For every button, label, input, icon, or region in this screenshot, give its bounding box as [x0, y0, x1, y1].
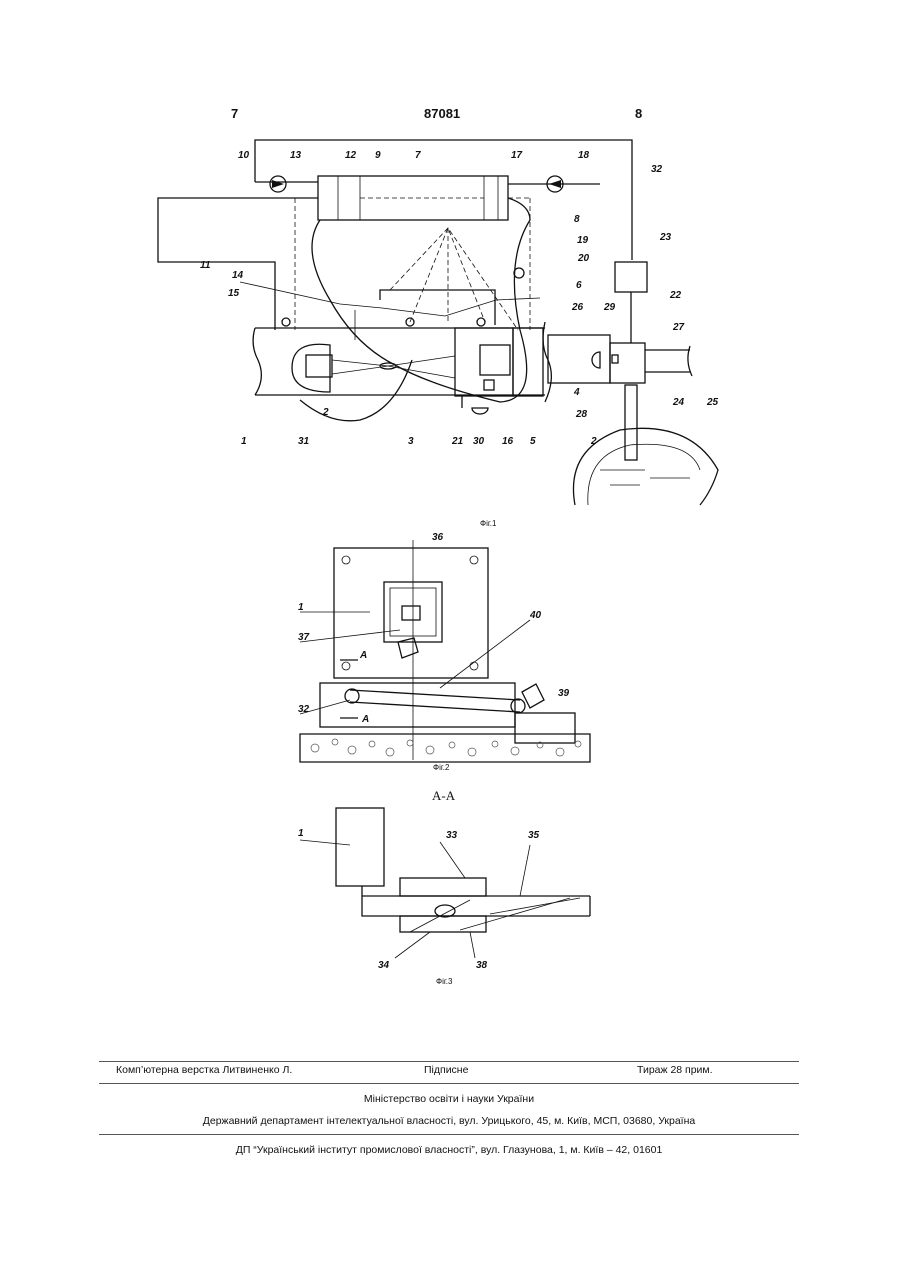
- fig2-section-mark-top: A: [359, 650, 367, 661]
- figure-3-drawing: А-А 1 33 35 34 38 Фіг.3: [298, 788, 590, 986]
- fig1-label-29: 29: [603, 302, 616, 313]
- fig1-label-26: 26: [571, 302, 584, 313]
- fig3-label-1: 1: [298, 828, 304, 839]
- fig1-label-28: 28: [575, 409, 588, 420]
- footer-institute: ДП “Український інститут промислової вла…: [99, 1144, 799, 1156]
- fig2-caption: Фіг.2: [433, 763, 450, 772]
- fig1-label-31: 31: [298, 436, 310, 447]
- fig2-label-1: 1: [298, 602, 304, 613]
- fig1-label-19: 19: [577, 235, 589, 246]
- fig1-label-7: 7: [415, 150, 421, 161]
- fig1-label-27: 27: [672, 322, 685, 333]
- fig2-label-37: 37: [298, 632, 310, 643]
- fig1-label-31-mark: 2: [322, 407, 329, 418]
- fig1-label-4: 4: [573, 387, 580, 398]
- fig1-label-24: 24: [672, 397, 685, 408]
- fig2-section-mark-bottom: A: [361, 714, 369, 725]
- footer-signed: Підписне: [424, 1064, 468, 1076]
- fig3-caption: Фіг.3: [436, 977, 453, 986]
- fig1-label-5: 5: [530, 436, 536, 447]
- fig3-section-title: А-А: [432, 788, 456, 803]
- fig3-label-34: 34: [378, 960, 390, 971]
- fig1-label-1: 1: [241, 436, 247, 447]
- footer-ministry: Міністерство освіти і науки України: [99, 1093, 799, 1105]
- fig1-caption: Фіг.1: [480, 519, 497, 528]
- fig1-label-8: 8: [574, 214, 580, 225]
- footer-department: Державний департамент інтелектуальної вл…: [99, 1115, 799, 1127]
- fig2-label-36: 36: [432, 532, 444, 543]
- footer-circulation: Тираж 28 прим.: [637, 1064, 713, 1076]
- fig1-label-22: 22: [669, 290, 682, 301]
- fig1-label-10: 10: [238, 150, 250, 161]
- footer-divider-top: [99, 1061, 799, 1062]
- fig2-label-40: 40: [529, 610, 542, 621]
- footer-divider-bottom: [99, 1134, 799, 1135]
- figure-1-drawing: 10 13 12 9 7 17 18 32 8 19 23 20 11 14 1…: [158, 140, 719, 528]
- fig2-label-39: 39: [558, 688, 570, 699]
- fig1-label-23: 23: [659, 232, 672, 243]
- fig1-label-12: 12: [345, 150, 357, 161]
- fig1-label-25: 25: [706, 397, 719, 408]
- fig3-label-38: 38: [476, 960, 488, 971]
- footer-layout-credit: Комп’ютерна верстка Литвиненко Л.: [116, 1064, 292, 1076]
- fig1-label-11: 11: [200, 260, 211, 271]
- fig1-label-6: 6: [576, 280, 582, 291]
- fig1-label-32: 32: [651, 164, 663, 175]
- footer-divider-middle: [99, 1083, 799, 1084]
- fig1-label-21: 21: [451, 436, 464, 447]
- fig1-label-16: 16: [502, 436, 514, 447]
- fig1-label-3: 3: [408, 436, 414, 447]
- fig1-label-17: 17: [511, 150, 523, 161]
- fig1-label-13: 13: [290, 150, 302, 161]
- fig1-label-15: 15: [228, 288, 240, 299]
- fig2-label-32: 32: [298, 704, 310, 715]
- fig1-label-14: 14: [232, 270, 244, 281]
- fig1-label-18: 18: [578, 150, 590, 161]
- fig1-label-30: 30: [473, 436, 485, 447]
- fig3-label-33: 33: [446, 830, 458, 841]
- fig1-label-20: 20: [577, 253, 590, 264]
- fig1-label-2: 2: [590, 436, 597, 447]
- figure-2-drawing: A A 1 36 37 40 32 39 Фіг.2: [298, 532, 590, 772]
- fig1-label-9: 9: [375, 150, 381, 161]
- fig3-label-35: 35: [528, 830, 540, 841]
